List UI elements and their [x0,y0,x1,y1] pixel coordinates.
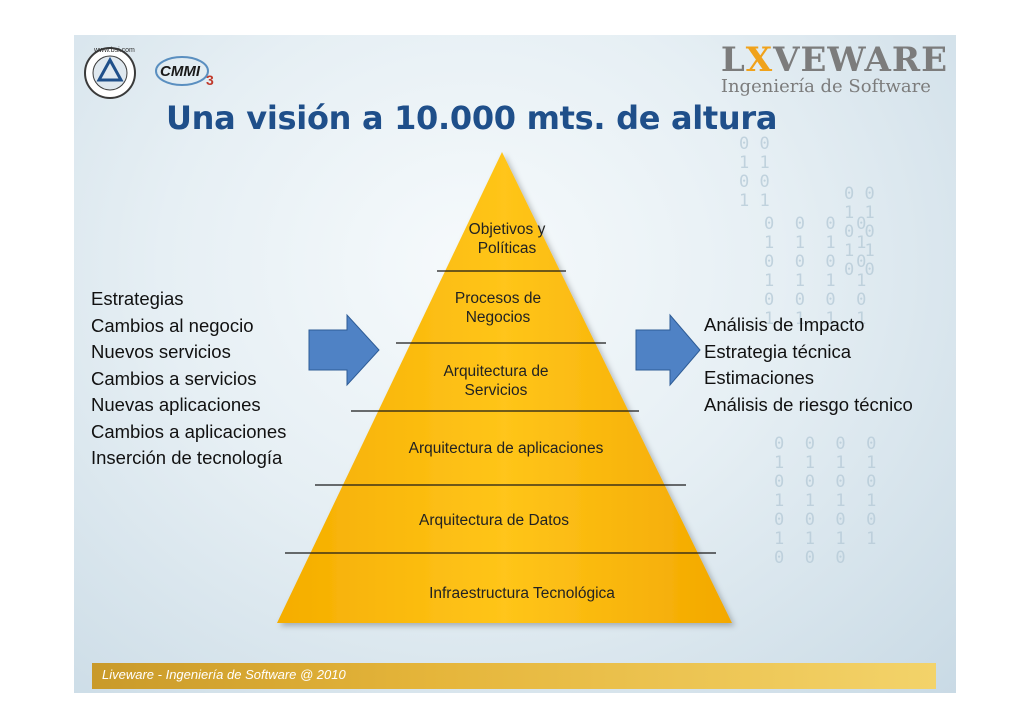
output-item: Análisis de riesgo técnico [704,393,913,415]
input-item: Nuevas aplicaciones [91,394,261,415]
footer-text: Liveware - Ingeniería de Software @ 2010 [102,667,346,682]
binary-background: 0 0 0 0 1 1 1 1 0 0 0 0 1 1 1 1 0 0 0 0 … [764,214,867,329]
pyramid-level-label: Arquitectura de aplicaciones [409,440,604,457]
input-item: Cambios a servicios [91,367,257,389]
cert-url: www.bsi.com [93,47,135,54]
slide-title: Una visión a 10.000 mts. de altura [166,99,778,137]
output-arrow [635,313,701,387]
cmmi-level: 3 [206,72,214,88]
output-item: Estrategia técnica [704,340,852,362]
input-item: Cambios a aplicaciones [91,420,287,442]
pyramid-level-label: Arquitectura de Datos [419,512,569,529]
brand-name-2: VEWARE [773,40,948,80]
binary-background: 0 0 0 0 1 1 1 1 0 0 0 0 1 1 1 1 0 0 0 0 … [774,434,877,568]
brand-logo: LXVEWARE Ingeniería de Software [721,43,948,97]
brand-subtitle: Ingeniería de Software [720,76,931,97]
input-item: Estrategias [91,288,184,309]
brand-figure-icon: X [745,40,774,80]
input-item: Nuevos servicios [91,341,231,362]
cmmi-logo: CMMI [160,63,201,80]
input-item: Cambios al negocio [91,314,254,336]
certification-logos: www.bsi.com CMMI 3 [84,47,214,99]
binary-background: 0 0 1 1 0 0 1 1 0 0 [844,184,875,280]
slide: 0 0 1 1 0 0 1 1 0 0 0 0 1 1 1 1 0 0 0 0 … [74,35,956,693]
pyramid-shape [277,152,732,623]
pyramid-level-label: Infraestructura Tecnológica [429,585,615,602]
binary-background: 0 0 1 1 0 0 1 1 [739,134,770,211]
input-item: Inserción de tecnología [91,447,283,468]
output-item: Estimaciones [704,367,815,388]
output-item: Análisis de Impacto [704,314,865,335]
input-arrow [308,313,380,387]
footer-bar: Liveware - Ingeniería de Software @ 2010 [92,663,936,689]
brand-name-1: L [720,40,746,80]
